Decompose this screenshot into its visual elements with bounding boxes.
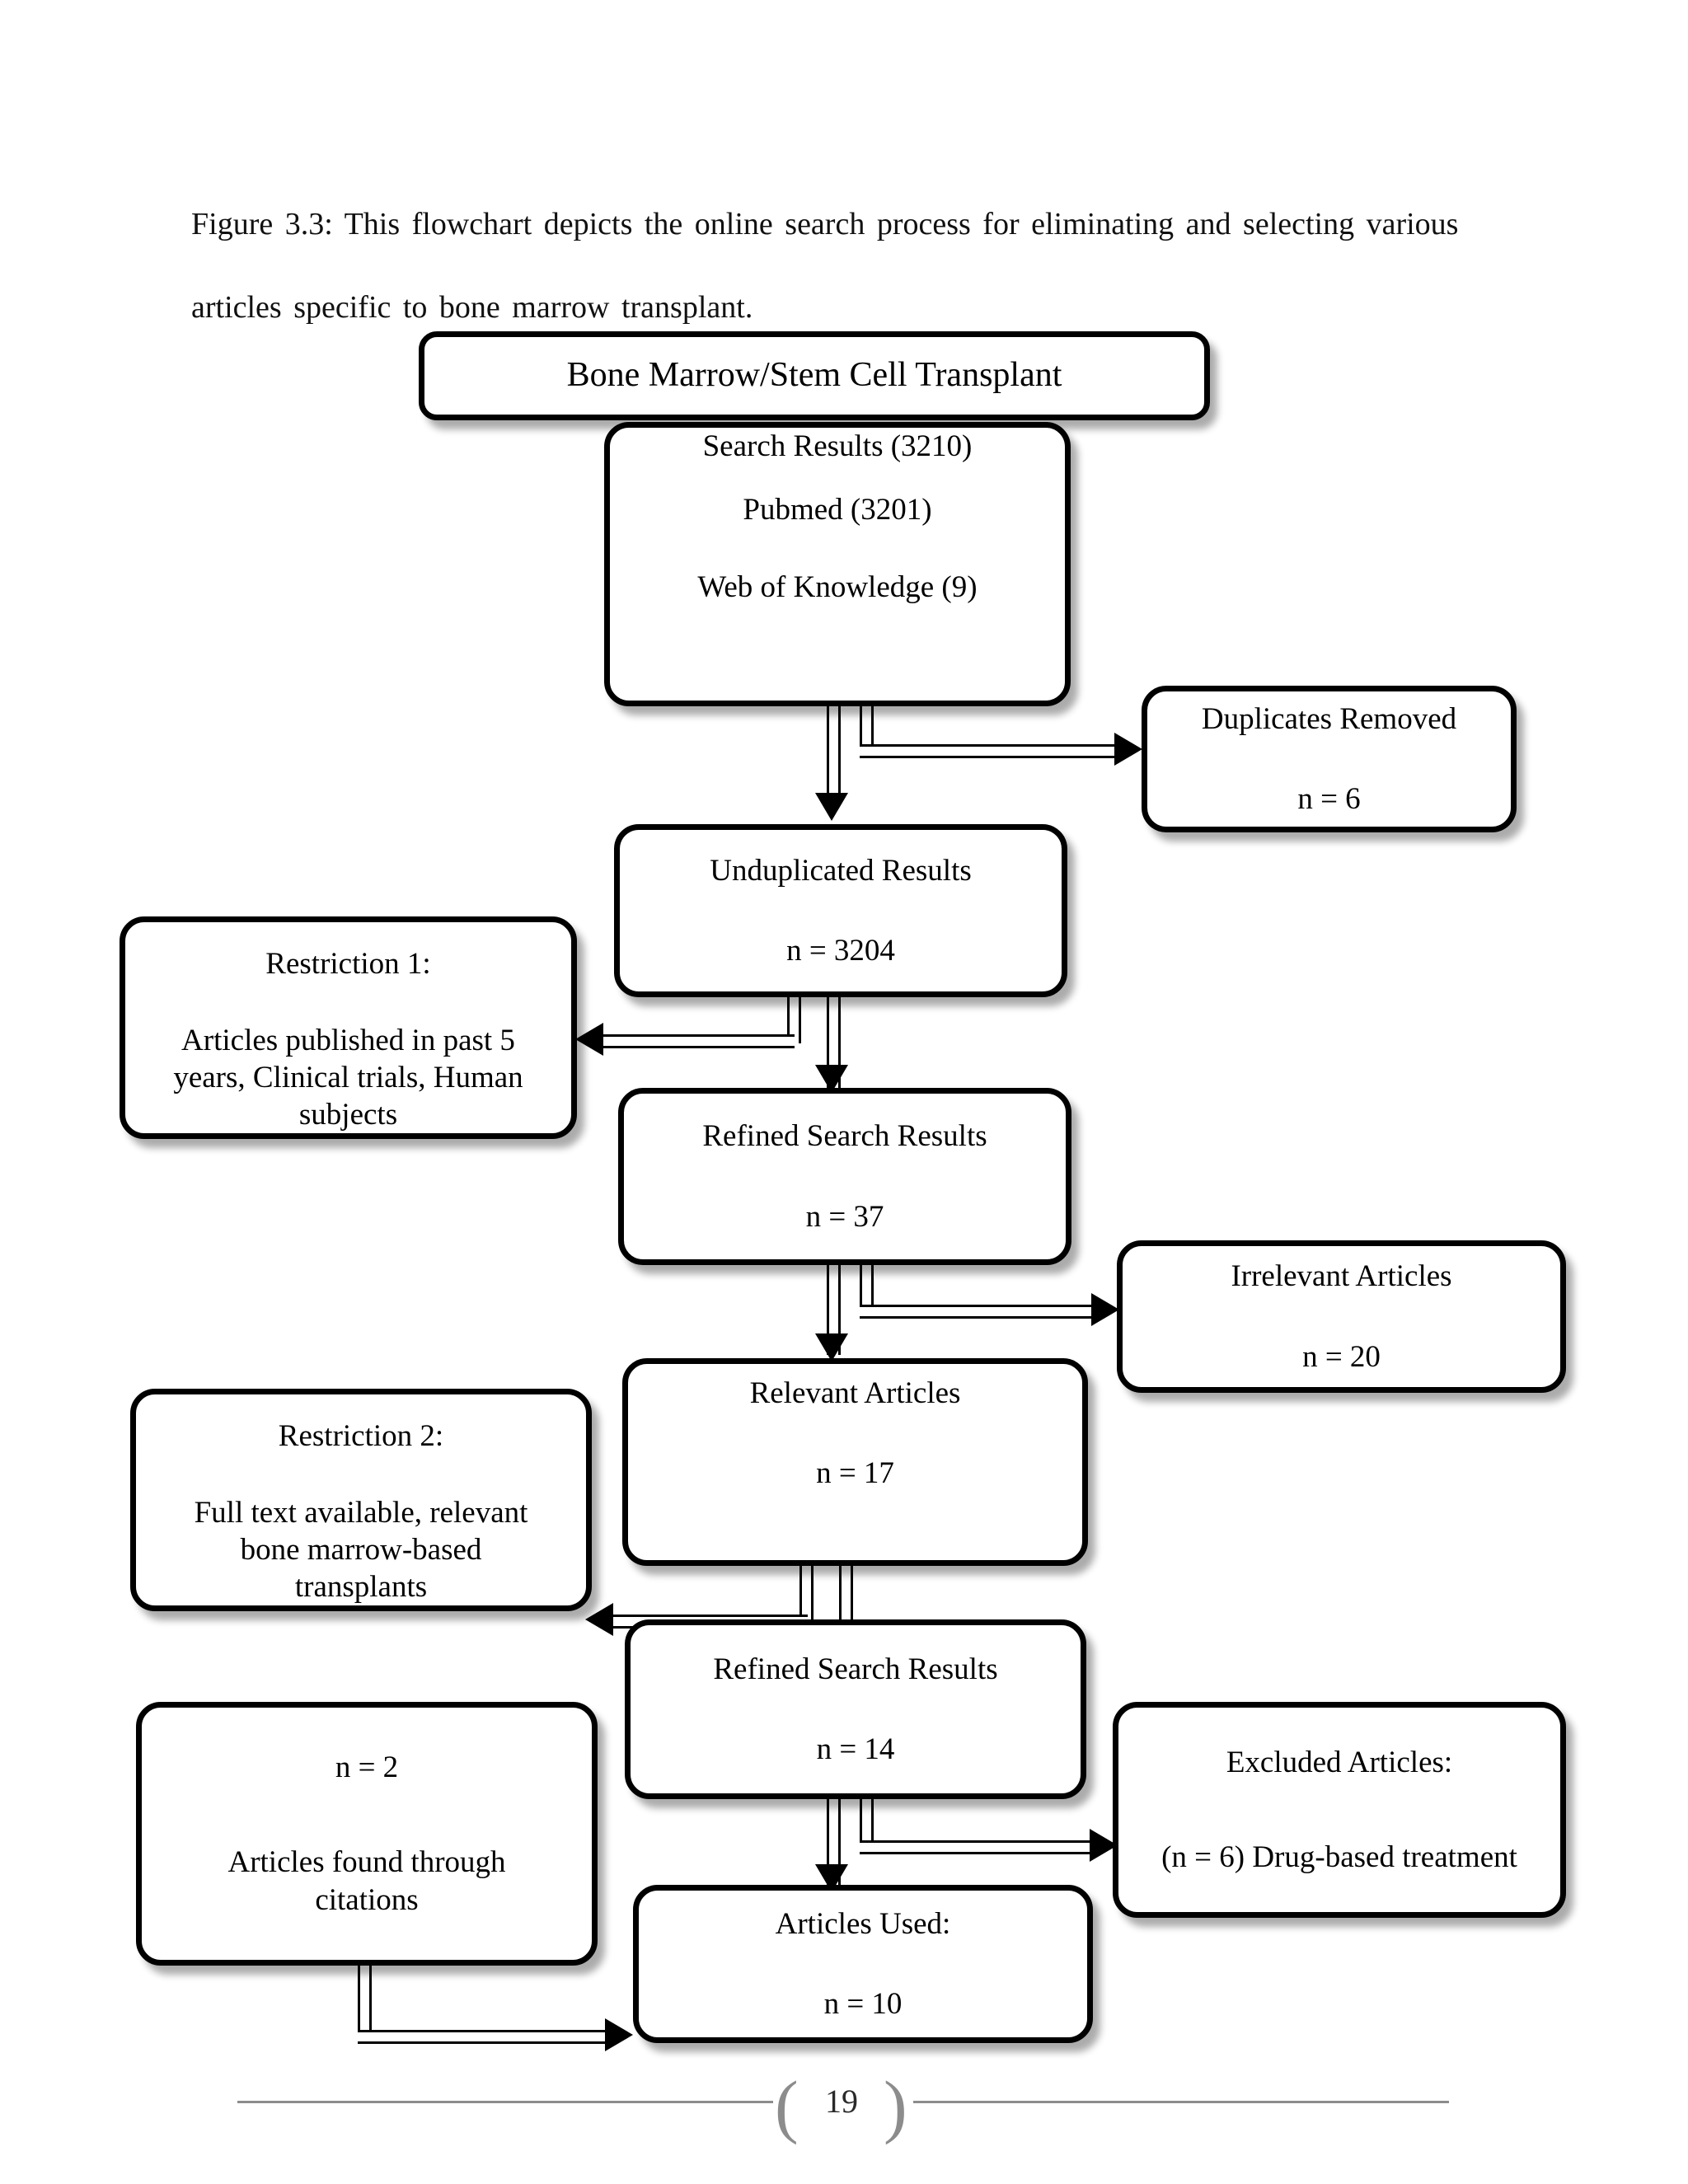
search-results-box[interactable]: Search Results (3210) Pubmed (3201) Web … [604, 422, 1071, 706]
citations-line-3: citations [315, 1882, 419, 1917]
arrowhead-relevant-to-restriction2 [585, 1603, 613, 1636]
refined14-line-1: Refined Search Results [713, 1652, 998, 1686]
refined-search-results-14-box[interactable]: Refined Search Results n = 14 [625, 1619, 1086, 1799]
arrowhead-refined37-to-relevant [815, 1333, 848, 1361]
unduplicated-line-1: Unduplicated Results [710, 853, 972, 888]
search-results-line-2: Pubmed (3201) [743, 493, 932, 527]
page-number: 19 [825, 2083, 858, 2120]
unduplicated-results-box[interactable]: Unduplicated Results n = 3204 [614, 824, 1067, 997]
citations-box[interactable]: n = 2 Articles found through citations [136, 1702, 598, 1966]
citations-line-1: n = 2 [335, 1750, 399, 1785]
connector-dup-stub [860, 705, 874, 753]
irrelevant-articles-box[interactable]: Irrelevant Articles n = 20 [1117, 1240, 1566, 1393]
figure-caption: Figure 3.3: This flowchart depicts the o… [191, 183, 1461, 349]
relevant-articles-box[interactable]: Relevant Articles n = 17 [622, 1358, 1088, 1566]
relevant-line-2: n = 17 [816, 1456, 894, 1490]
connector-restriction2-stub [799, 1564, 814, 1624]
irrelevant-line-2: n = 20 [1302, 1339, 1381, 1374]
connector-refined14-to-excluded [860, 1840, 1099, 1854]
refined14-line-2: n = 14 [816, 1732, 895, 1766]
topic-title: Bone Marrow/Stem Cell Transplant [566, 356, 1062, 395]
unduplicated-line-2: n = 3204 [786, 934, 895, 968]
caption-line-2: articles specific to bone marrow transpl… [191, 290, 753, 325]
caption-line-1: Figure 3.3: This flowchart depicts the o… [191, 207, 1459, 241]
refined37-line-2: n = 37 [805, 1199, 884, 1234]
excluded-line-1: Excluded Articles: [1226, 1745, 1453, 1779]
restriction-1-line-3: years, Clinical trials, Human [173, 1060, 523, 1094]
relevant-line-1: Relevant Articles [749, 1376, 961, 1410]
footer-brace-left-icon: ( [775, 2066, 799, 2145]
arrowhead-refined37-to-irrelevant [1091, 1293, 1119, 1326]
citations-line-2: Articles found through [227, 1845, 506, 1880]
refined-search-results-37-box[interactable]: Refined Search Results n = 37 [618, 1088, 1071, 1265]
restriction-2-line-2: Full text available, relevant [194, 1495, 528, 1530]
duplicates-line-2: n = 6 [1297, 782, 1361, 816]
connector-restriction1-stub [787, 996, 801, 1043]
restriction-1-line-4: subjects [298, 1097, 398, 1132]
topic-box[interactable]: Bone Marrow/Stem Cell Transplant [419, 331, 1210, 420]
search-results-line-3: Web of Knowledge (9) [697, 570, 978, 605]
restriction-2-line-4: transplants [294, 1569, 428, 1604]
restriction-1-line-2: Articles published in past 5 [181, 1023, 515, 1057]
arrowhead-search-to-duplicates [1114, 733, 1142, 766]
footer-brace-right-icon: ) [884, 2066, 907, 2145]
restriction-2-line-3: bone marrow-based [240, 1532, 482, 1567]
connector-refined37-to-relevant [827, 1264, 841, 1355]
connector-search-to-unduplicated [827, 705, 841, 801]
connector-search-to-duplicates [860, 744, 1123, 758]
excluded-articles-box[interactable]: Excluded Articles: (n = 6) Drug-based tr… [1113, 1702, 1566, 1918]
duplicates-removed-box[interactable]: Duplicates Removed n = 6 [1142, 686, 1517, 832]
footer-rule-left [237, 2101, 773, 2103]
connector-citations-stub [358, 1963, 372, 2039]
refined37-line-1: Refined Search Results [702, 1119, 987, 1154]
connector-excluded-stub [860, 1798, 874, 1849]
restriction-1-line-1: Restriction 1: [265, 947, 431, 981]
restriction-2-line-1: Restriction 2: [278, 1419, 444, 1453]
excluded-line-2: (n = 6) Drug-based treatment [1161, 1840, 1517, 1874]
page-footer: ( ) 19 [0, 2070, 1688, 2141]
articles-used-box[interactable]: Articles Used: n = 10 [633, 1885, 1093, 2043]
used-line-1: Articles Used: [775, 1906, 951, 1941]
arrowhead-unduplicated-to-restriction1 [575, 1023, 603, 1056]
arrowhead-search-to-unduplicated [815, 793, 848, 821]
arrowhead-citations-to-used [605, 2018, 633, 2051]
connector-irrelevant-stub [860, 1264, 874, 1314]
restriction-2-box[interactable]: Restriction 2: Full text available, rele… [130, 1389, 592, 1611]
irrelevant-line-1: Irrelevant Articles [1231, 1259, 1452, 1294]
connector-refined37-to-irrelevant [860, 1305, 1100, 1319]
restriction-1-box[interactable]: Restriction 1: Articles published in pas… [120, 916, 577, 1139]
connector-unduplicated-to-restriction1 [598, 1034, 795, 1048]
connector-citations-to-used [358, 2030, 613, 2044]
footer-rule-right [913, 2101, 1449, 2103]
search-results-line-1: Search Results (3210) [702, 429, 973, 463]
duplicates-line-1: Duplicates Removed [1201, 701, 1457, 736]
used-line-2: n = 10 [823, 1987, 903, 2021]
